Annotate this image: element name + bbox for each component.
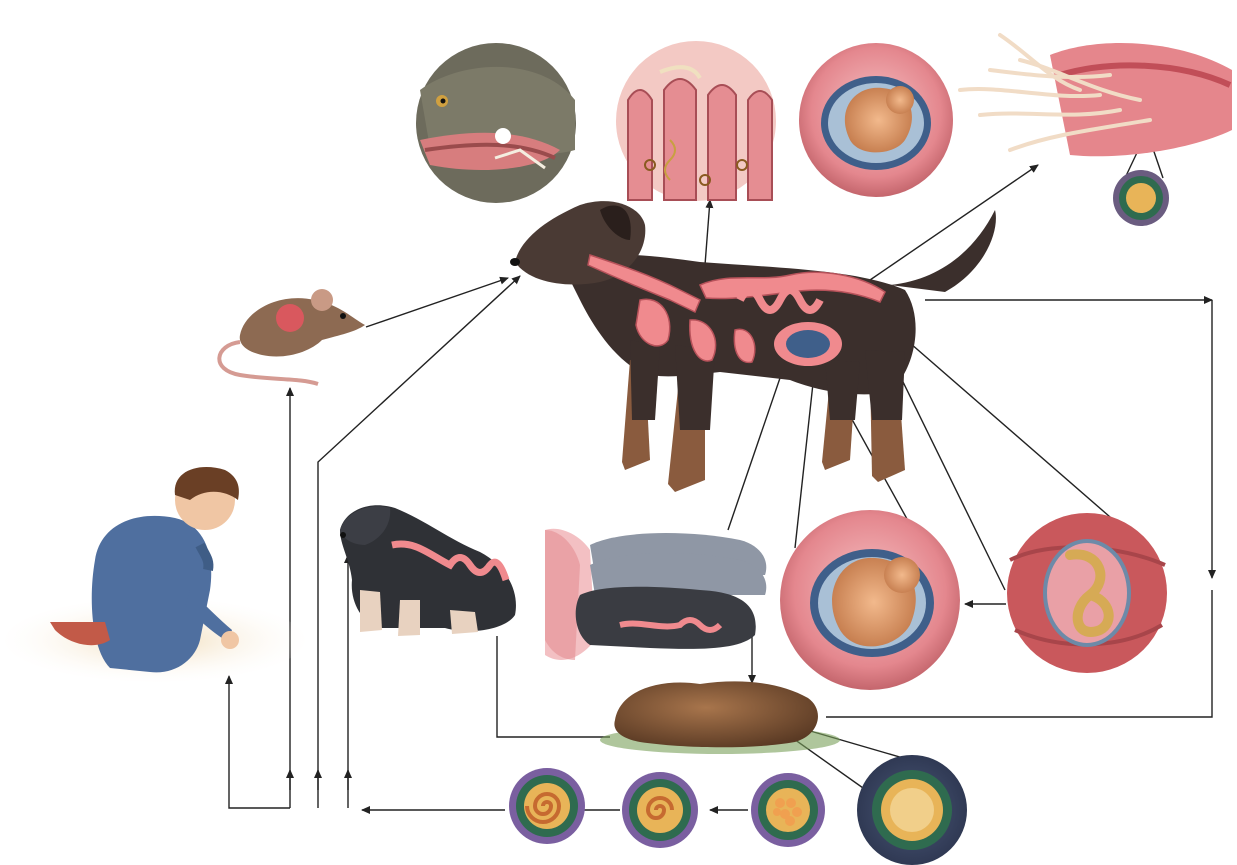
feces <box>600 681 840 754</box>
egg-stage-1 <box>857 755 967 865</box>
inset-worm-egg <box>1113 170 1169 226</box>
egg-stage-2 <box>751 773 825 847</box>
egg-stage-3 <box>622 772 698 848</box>
dog-adult <box>510 201 996 492</box>
inset-adult-worms <box>960 35 1232 156</box>
puppy <box>340 505 516 636</box>
inset-encysted-larva <box>1007 513 1167 673</box>
inset-fetus-large <box>780 510 960 690</box>
inset-mouth <box>416 43 576 203</box>
child <box>5 467 305 682</box>
inset-fetus <box>799 43 953 197</box>
egg-stage-4 <box>509 768 585 844</box>
mouse <box>219 289 365 384</box>
inset-intestinal-villi <box>616 41 776 201</box>
nursing-puppies <box>545 529 766 660</box>
